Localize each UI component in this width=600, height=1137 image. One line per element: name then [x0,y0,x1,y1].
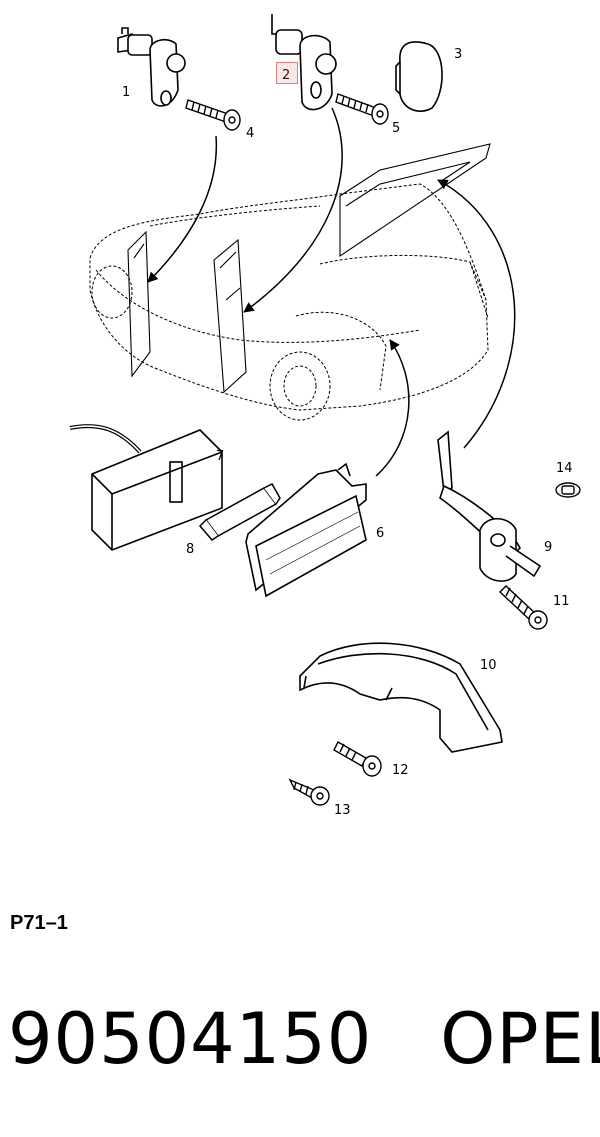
highlighted-callout-box [276,62,298,84]
part-info: 90504150 OPEL [8,998,600,1080]
self-tapping-screw-icon [288,778,330,806]
part-number: 90504150 [8,998,373,1080]
reinforcement-bracket-icon [299,642,503,753]
car-open-front-door [127,230,151,378]
screw-icon [335,93,389,125]
callout-5: 5 [392,121,400,136]
callout-6: 6 [376,526,384,541]
callout-11: 11 [553,594,570,609]
car-open-tailgate [339,143,491,258]
screw-icon [333,741,382,777]
callout-7: 7 [216,449,224,464]
callout-13: 13 [334,803,351,818]
diagram-code: P71–1 [10,912,68,934]
screw-icon [498,585,548,630]
tailgate-light-icon [69,424,223,551]
callout-4: 4 [246,126,254,141]
callout-1: 1 [122,85,130,100]
callout-2: 2 [282,68,290,83]
callout-10: 10 [480,658,497,673]
bulb-icon [198,483,281,541]
callout-8: 8 [186,542,194,557]
boot-light-icon [245,462,367,598]
car-open-rear-door [213,238,247,394]
callout-12: 12 [392,763,409,778]
callout-3: 3 [454,47,462,62]
part-brand: OPEL [440,998,600,1080]
arrow-bracket-9-to-tailgate [437,179,516,449]
arrow-light-6-to-boot [375,339,410,477]
clip-icon [555,482,581,498]
screw-icon [185,99,241,131]
arrow-switch-2-to-rear-door [243,107,343,313]
callout-14: 14 [556,461,573,476]
door-switch-icon [117,27,186,107]
arrow-switch-1-to-front-door [147,135,218,283]
callout-9: 9 [544,540,552,555]
light-bracket-icon [437,430,542,582]
switch-cap-icon [395,41,443,112]
door-switch-highlighted-icon [271,14,337,111]
parts-diagram: 1 2 3 4 5 6 7 8 9 10 11 12 13 14 [69,14,581,818]
hatchback-car-icon [89,183,489,421]
